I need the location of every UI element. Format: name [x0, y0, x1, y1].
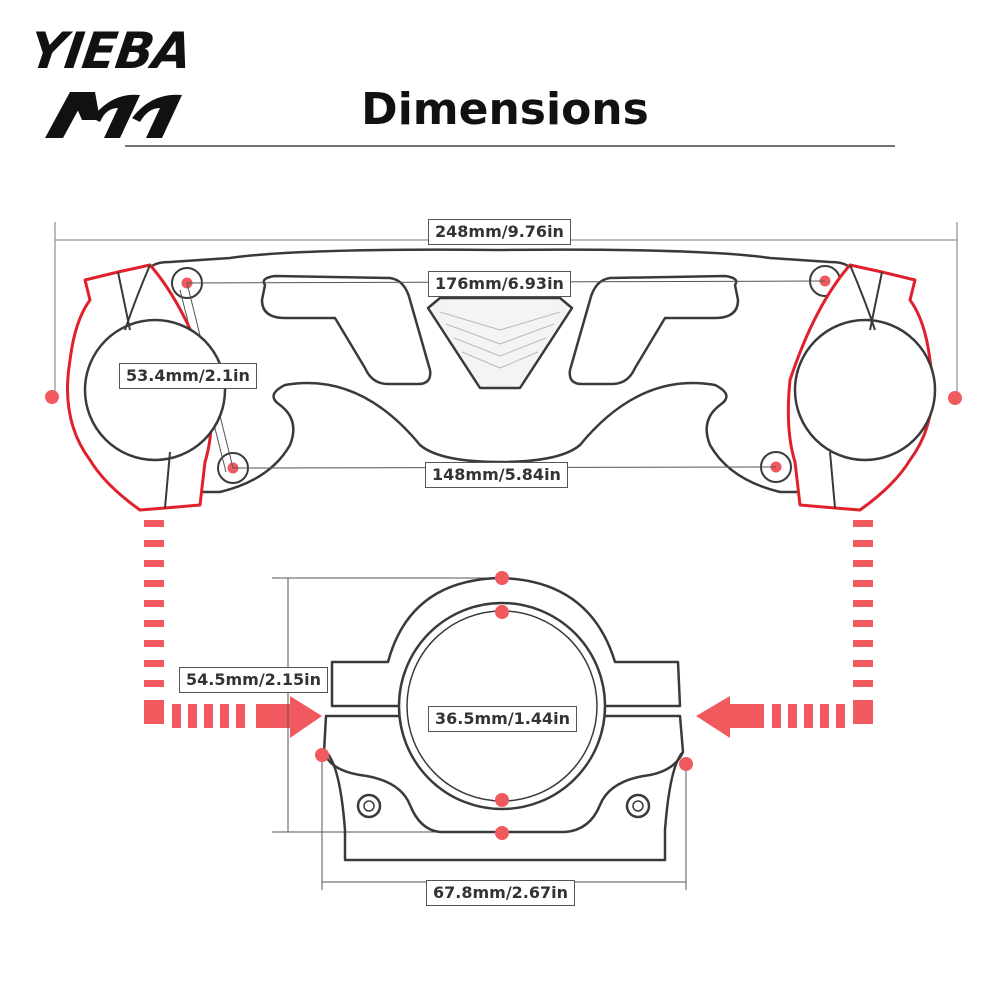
- marker-right-edge: [948, 391, 962, 405]
- right-fork-clamp: [786, 263, 937, 512]
- right-guide-arrow: [696, 520, 873, 738]
- overall-width-label: 248mm/9.76in: [428, 219, 571, 245]
- triple-clamp-plate: [138, 248, 862, 494]
- lower-bolt-spacing-label: 148mm/5.84in: [425, 462, 568, 488]
- page-title: Dimensions: [361, 84, 649, 135]
- marker-left-edge: [45, 390, 59, 404]
- left-guide-arrow: [144, 520, 322, 738]
- brand-logo-text: YIEBA: [25, 22, 195, 80]
- inner-diameter-label: 36.5mm/1.44in: [428, 706, 578, 732]
- clamp-width-label: 67.8mm/2.67in: [426, 880, 576, 906]
- brand-logo-mark: [45, 92, 182, 138]
- detail-markers: [315, 571, 693, 840]
- upper-bolt-spacing-label: 176mm/6.93in: [428, 271, 571, 297]
- clamp-height-label: 54.5mm/2.15in: [179, 667, 329, 693]
- clamp-bolt-offset-label: 53.4mm/2.1in: [119, 363, 257, 389]
